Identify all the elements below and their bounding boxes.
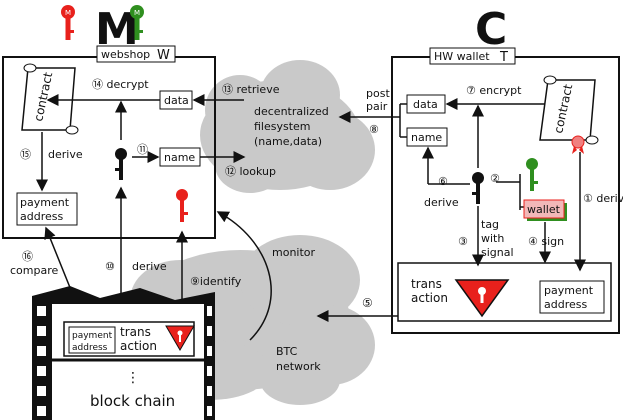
hw-wallet-label-box [429, 47, 516, 65]
trans-right-line2: action [411, 291, 448, 305]
monitor-label: monitor [272, 246, 316, 259]
fs-line1: decentralized [254, 105, 329, 118]
step12-lookup: ⑫ lookup [225, 165, 276, 178]
green-key-icon-right [526, 158, 538, 191]
data-right-label: data [413, 98, 438, 111]
red-key-icon: M [61, 5, 75, 40]
step13-retrieve: ⑬ retrieve [222, 83, 280, 96]
step5: ⑤ [362, 296, 373, 310]
step14-decrypt: ⑭ decrypt [92, 78, 149, 91]
trans-right-line1: trans [411, 277, 442, 291]
wallet-label: wallet [527, 203, 561, 216]
chain-label: block chain [90, 392, 175, 410]
step9-identify: ⑨identify [190, 275, 242, 288]
data-left-label: data [164, 94, 189, 107]
green-key-icon: M [130, 5, 144, 40]
chain-trans-line1: trans [120, 325, 151, 339]
chain-transaction-box [63, 321, 195, 357]
monitor-arrow [216, 211, 272, 341]
step2: ② [490, 172, 500, 185]
hw-wallet-symbol: T [499, 50, 508, 65]
signal-triangle-icon-right [454, 279, 510, 318]
step7-encrypt: ⑦ encrypt [466, 84, 522, 97]
seal-icon [571, 135, 585, 154]
step15: ⑮ [20, 148, 31, 161]
black-key-icon-right [472, 172, 484, 204]
step16: ⑯ [22, 250, 33, 263]
step3-signal: signal [481, 246, 514, 259]
chain-trans-line2: action [120, 339, 157, 353]
step10-derive: derive [132, 260, 167, 273]
chain-payment-box [68, 326, 116, 354]
step1: ① derive [583, 192, 623, 205]
webshop-symbol: W [157, 48, 170, 63]
transaction-box-right [397, 262, 612, 322]
svg-text:M: M [65, 9, 71, 17]
contract-scroll-right: contract [539, 75, 599, 145]
step8-pair: pair [366, 100, 388, 113]
fs-line3: (name,data) [254, 135, 322, 148]
payment-right-line1: payment [544, 284, 594, 297]
payment-address-box-left [16, 192, 78, 226]
step3-tag: tag [481, 218, 499, 231]
signal-triangle-icon-chain [165, 325, 195, 351]
webshop-label: webshop [101, 48, 150, 61]
customer-title: C [475, 4, 507, 55]
step11: ⑪ [137, 143, 148, 156]
step10: ⑩ [105, 260, 115, 273]
btc-line1: BTC [276, 345, 298, 358]
step8-post: post [366, 87, 390, 100]
step15-derive: derive [48, 148, 83, 161]
payment-left-line1: payment [20, 196, 70, 209]
step4-sign: ④ sign [528, 235, 564, 248]
name-right-label: name [411, 131, 442, 144]
blockchain-filmstrip [32, 286, 215, 420]
chain-dots: ⋮ [126, 370, 140, 386]
step16-compare: compare [10, 264, 58, 277]
btc-line2: network [276, 360, 321, 373]
payment-left-line2: address [20, 210, 63, 223]
name-left-label: name [164, 151, 195, 164]
hw-wallet-label: HW wallet [434, 50, 490, 63]
step3-with: with [481, 232, 504, 245]
payment-right-line2: address [544, 298, 587, 311]
contract-scroll-left: contract [21, 63, 79, 135]
chain-payment-line2: address [72, 343, 108, 353]
payment-address-box-right [539, 280, 605, 314]
fs-line2: filesystem [254, 120, 311, 133]
step6: ⑥ [438, 175, 448, 188]
svg-text:M: M [134, 9, 140, 17]
wallet-box [523, 199, 565, 219]
step6-derive: derive [424, 196, 459, 209]
red-key-icon-identify [176, 189, 188, 222]
webshop-label-box [96, 45, 176, 63]
step3: ③ [458, 235, 468, 248]
chain-payment-line1: payment [72, 331, 113, 341]
black-key-icon-left [115, 148, 127, 180]
step8: ⑧ [369, 123, 379, 136]
